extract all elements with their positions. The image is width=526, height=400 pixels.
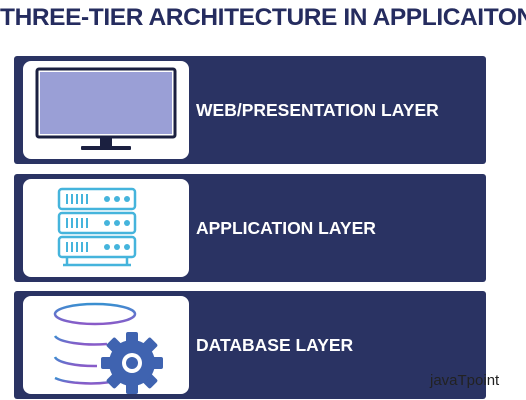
tier-label-database: DATABASE LAYER [196,335,354,355]
diagram-title: THREE-TIER ARCHITECTURE IN APPLICAITON [0,4,526,31]
database-gear-icon [53,302,163,394]
brand-logo: javaTpoint [430,372,500,389]
tier-presentation: WEB/PRESENTATION LAYER [14,56,486,164]
database-icon-box [23,296,189,394]
gear-icon [101,332,163,394]
presentation-icon-box [23,61,189,159]
tier-label-application: APPLICATION LAYER [196,218,376,238]
monitor-icon [35,67,177,150]
server-stack-icon [57,187,137,267]
application-icon-box [23,179,189,277]
tier-label-presentation: WEB/PRESENTATION LAYER [196,100,439,120]
tier-database: DATABASE LAYER [14,291,486,399]
tier-application: APPLICATION LAYER [14,174,486,282]
